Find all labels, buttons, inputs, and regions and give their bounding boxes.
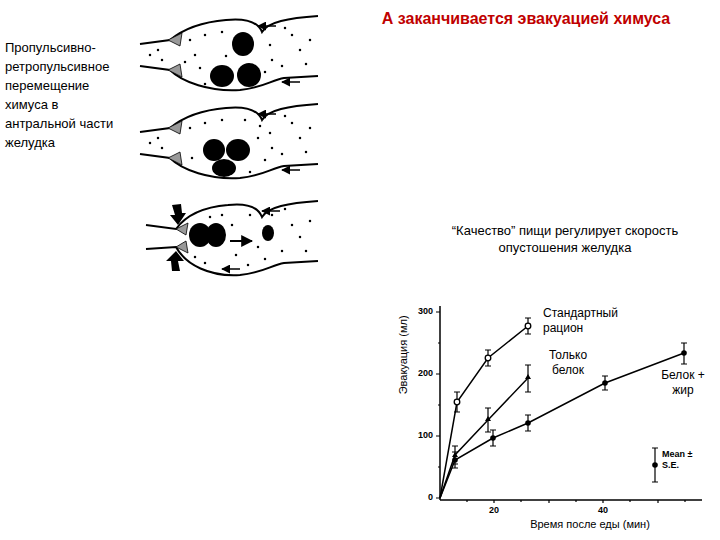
description-text: Пропульсивно-ретропульсивное перемещение… bbox=[5, 38, 130, 152]
axis-title: Эвакуация (мл) bbox=[396, 316, 410, 395]
slide-title: А заканчивается эвакуацией химуса bbox=[382, 9, 671, 29]
tick-label: 20 bbox=[489, 505, 499, 516]
tick-label: 40 bbox=[598, 505, 608, 516]
tick-label: 100 bbox=[418, 430, 433, 441]
stomach-antrum bbox=[140, 104, 318, 178]
tick-label: 200 bbox=[418, 368, 433, 379]
stomach-antrum bbox=[140, 16, 318, 90]
evacuation-chart bbox=[436, 306, 702, 503]
legend-note: Mean ± S.E. bbox=[662, 449, 696, 471]
axis-title: Время после еды (мин) bbox=[530, 518, 650, 532]
series-label: Белок + жир bbox=[659, 368, 707, 398]
stomach-antrum bbox=[146, 201, 318, 275]
series-label: Только белок bbox=[537, 348, 599, 378]
tick-label: 300 bbox=[418, 306, 433, 317]
tick-label: 0 bbox=[428, 492, 433, 503]
series-label: Стандартный рацион bbox=[543, 306, 638, 336]
chart-heading: “Качество” пищи регулирует скорость опус… bbox=[440, 222, 690, 256]
